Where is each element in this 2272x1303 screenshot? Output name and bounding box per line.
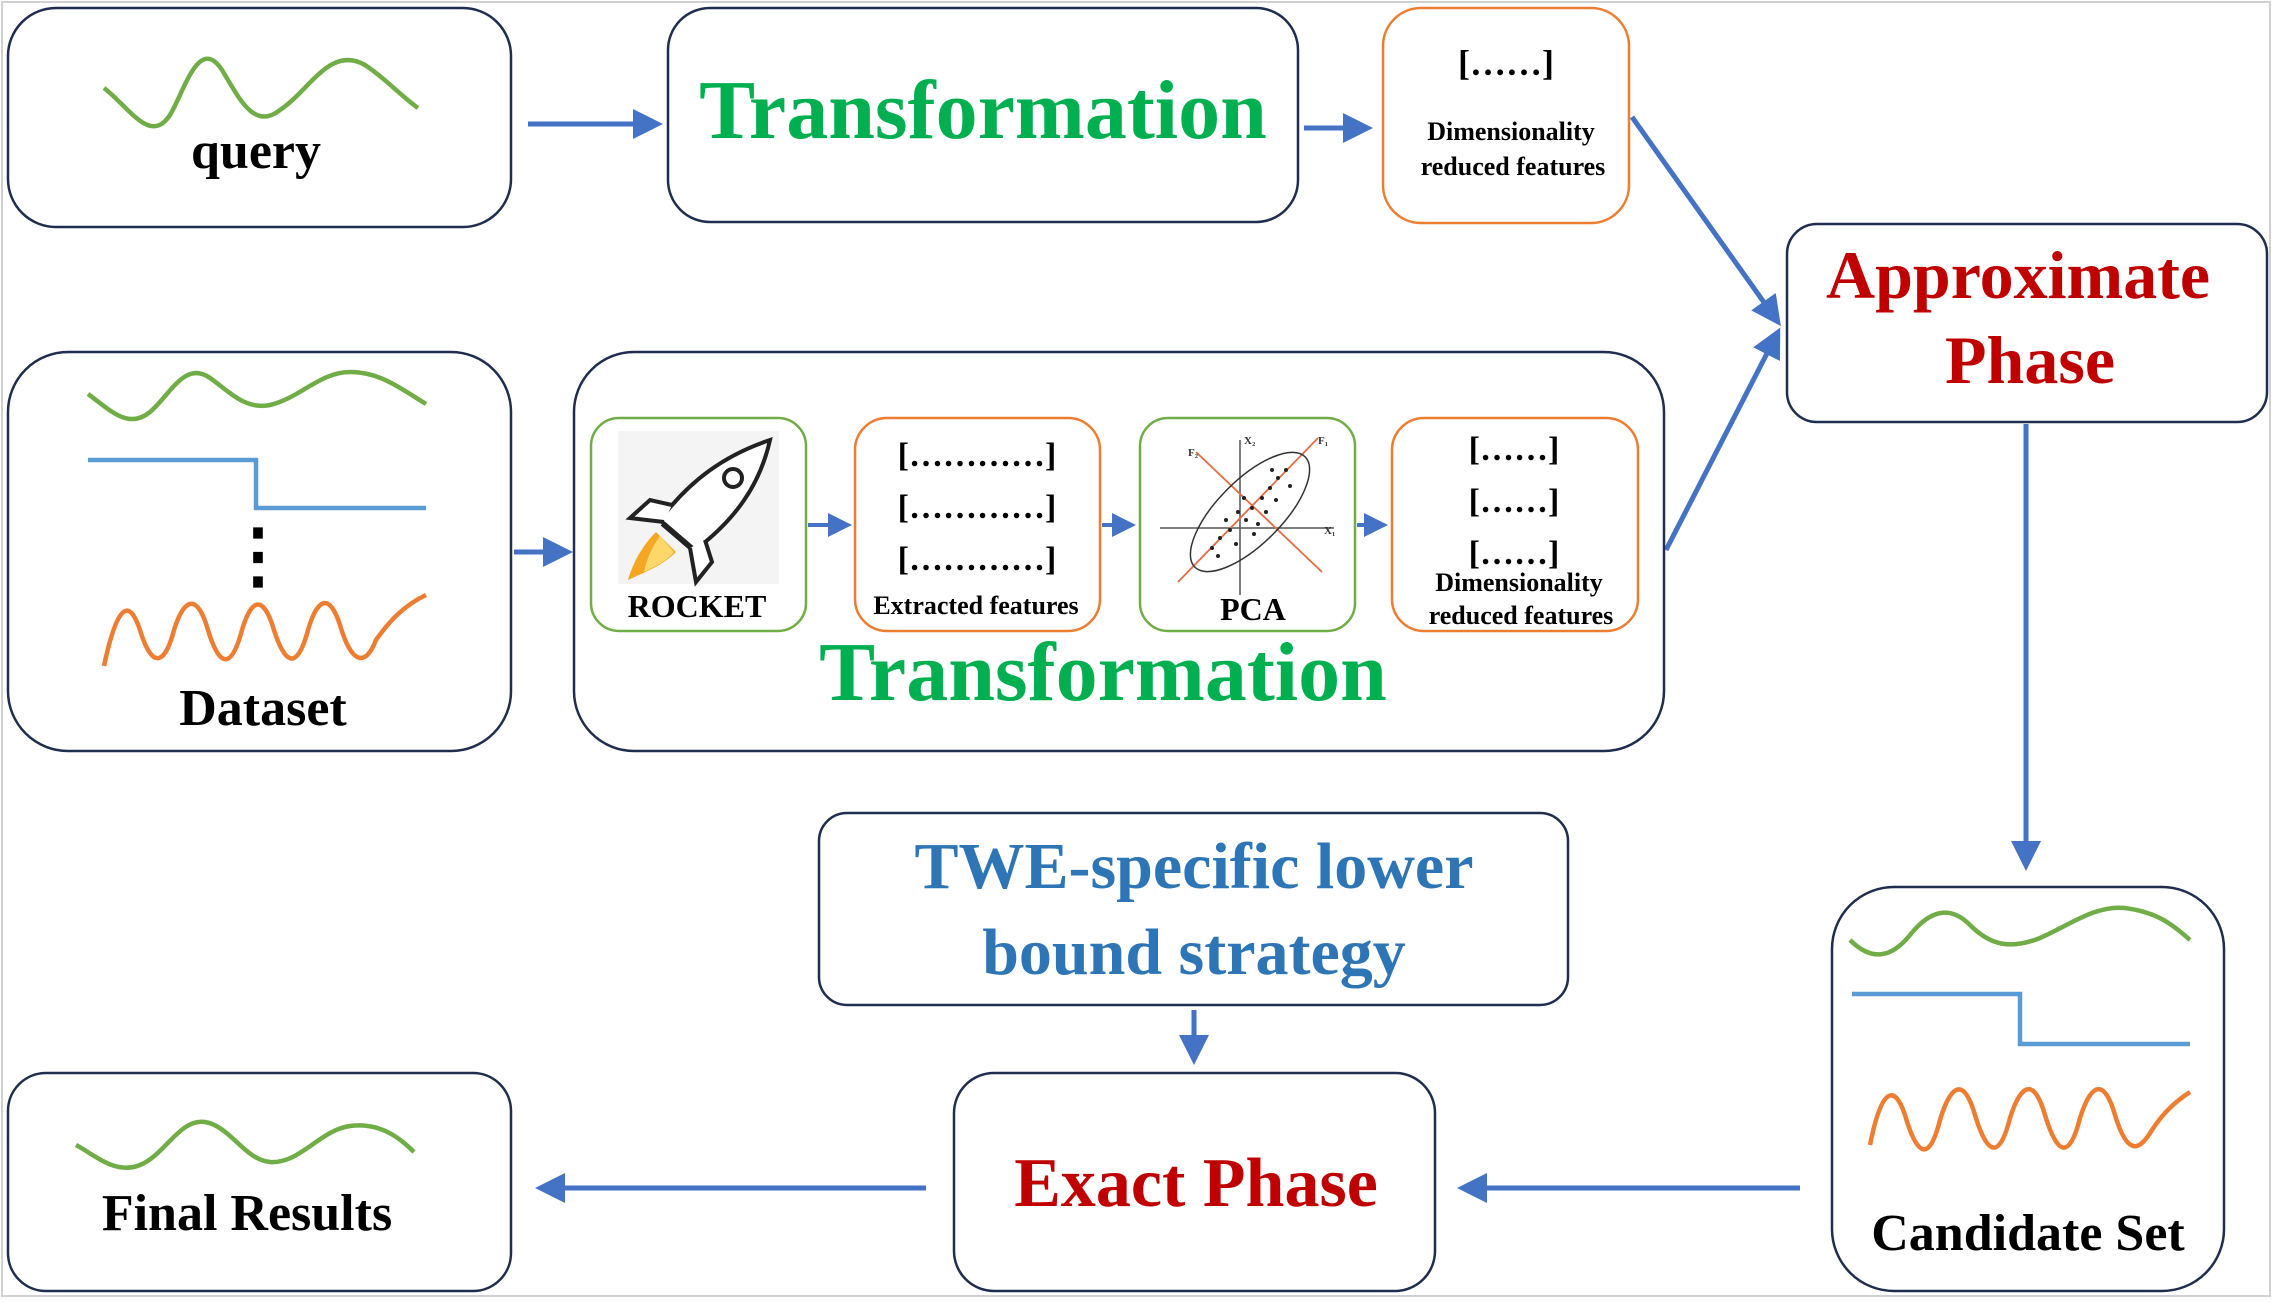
lower-bound-box: TWE-specific lower bound strategy (817, 811, 1570, 1007)
approximate-phase-line1: Approximate (1826, 237, 2210, 313)
dataset-transformation-box: ROCKET […………] […………] […………] Extracted fe… (572, 350, 1666, 753)
exact-phase-box: Exact Phase (952, 1071, 1437, 1293)
pca-f2: F₂ (1188, 447, 1199, 459)
arrow-transform-to-approx (1663, 327, 1781, 552)
dataset-label: Dataset (179, 680, 347, 737)
lower-bound-line1: TWE-specific lower (914, 830, 1473, 903)
pca-f1: F₁ (1318, 435, 1328, 447)
extracted-label: Extracted features (873, 591, 1078, 620)
pca-label: PCA (1220, 591, 1286, 627)
query-feature-caption-2: reduced features (1421, 152, 1606, 181)
exact-phase-label: Exact Phase (1014, 1145, 1378, 1222)
candidate-wave-orange (1867, 1086, 2192, 1152)
dataset-wave-orange (101, 592, 427, 667)
candidate-set-label: Candidate Set (1871, 1205, 2185, 1262)
final-results-wave (74, 1119, 416, 1170)
dataset-ellipsis: ⋮ (222, 516, 294, 596)
extracted-vector-1: […………] (898, 437, 1057, 474)
extracted-features-step: […………] […………] […………] Extracted features (853, 416, 1102, 633)
pca-axis-y: X₂ (1244, 435, 1256, 447)
rocket-step: ROCKET (589, 416, 808, 633)
query-wave (102, 56, 420, 129)
extracted-vector-3: […………] (898, 541, 1057, 578)
reduced-features-step: [……] [……] [……] Dimensionality reduced fe… (1390, 416, 1640, 633)
dataset-transformation-label: Transformation (819, 626, 1387, 719)
rocket-icon (625, 436, 773, 587)
reduced-caption-1: Dimensionality (1435, 568, 1603, 597)
reduced-vector-1: [……] (1469, 431, 1560, 468)
arrow-features-to-approx (1629, 115, 1781, 327)
reduced-caption-2: reduced features (1429, 601, 1614, 630)
pca-axis-x: X₁ (1324, 525, 1335, 537)
query-label: query (191, 123, 321, 180)
query-feature-vector: [……] (1458, 43, 1554, 83)
query-transformation-label: Transformation (699, 64, 1267, 157)
query-box: query (6, 6, 513, 229)
rocket-label: ROCKET (628, 588, 767, 624)
query-feature-caption-1: Dimensionality (1427, 117, 1595, 146)
dataset-box: ⋮ Dataset (6, 350, 513, 753)
candidate-wave-blue (1852, 991, 2190, 1047)
reduced-vector-3: [……] (1469, 535, 1560, 572)
query-features-box: [……] Dimensionality reduced features (1381, 6, 1631, 225)
dataset-wave-green (86, 369, 428, 422)
approximate-phase-box: Approximate Phase (1785, 222, 2269, 424)
final-results-box: Final Results (6, 1071, 513, 1293)
lower-bound-line2: bound strategy (982, 916, 1406, 989)
dataset-wave-blue (88, 457, 426, 511)
final-results-label: Final Results (102, 1185, 392, 1242)
pca-scatter-icon: X₂ X₁ F₁ F₂ (1160, 435, 1335, 595)
pca-step: X₂ X₁ F₁ F₂ PCA (1138, 416, 1357, 633)
approximate-phase-line2: Phase (1945, 322, 2115, 398)
query-transformation-box: Transformation (666, 6, 1300, 224)
candidate-wave-green (1848, 905, 2192, 957)
candidate-set-box: Candidate Set (1830, 885, 2226, 1293)
extracted-vector-2: […………] (898, 489, 1057, 526)
reduced-vector-2: [……] (1469, 483, 1560, 520)
